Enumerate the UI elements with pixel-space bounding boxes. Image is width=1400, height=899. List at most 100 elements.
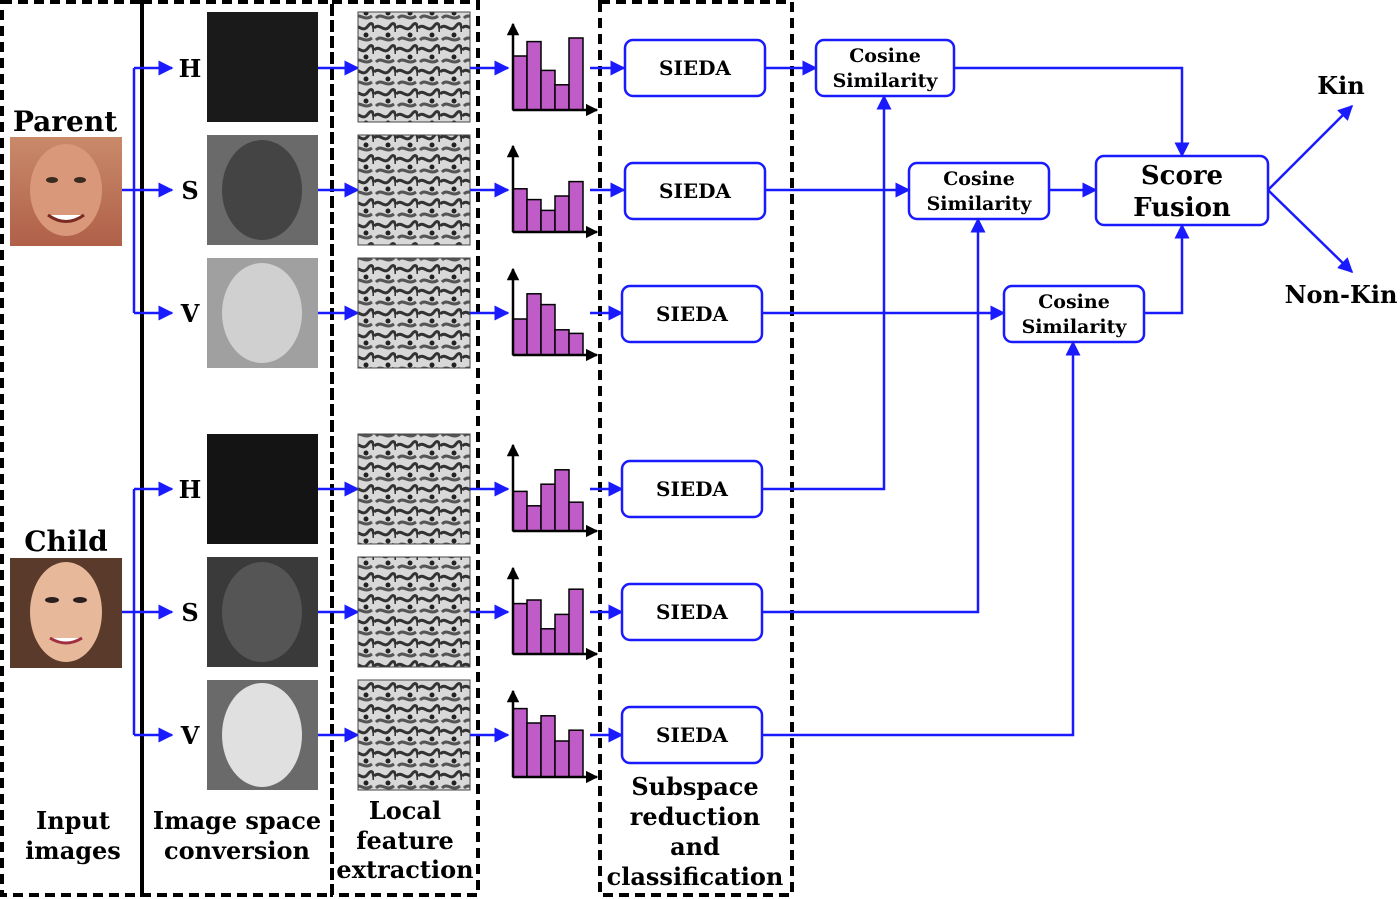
conversion-caption-line1: Image space bbox=[153, 806, 321, 835]
histogram-bar bbox=[526, 198, 542, 233]
input-caption-line1: Input bbox=[36, 806, 110, 835]
subspace-caption-line2: reduction bbox=[630, 802, 760, 831]
sieda-box-1: SIEDA bbox=[623, 38, 767, 98]
channel-s-child: S bbox=[181, 598, 198, 627]
svg-text:Similarity: Similarity bbox=[927, 193, 1033, 215]
histogram-bar bbox=[540, 69, 556, 111]
parent-s-texture bbox=[357, 134, 471, 246]
local-caption-line1: Local bbox=[369, 796, 441, 825]
svg-text:Fusion: Fusion bbox=[1133, 193, 1231, 223]
histogram-bar bbox=[554, 469, 570, 532]
svg-text:Cosine: Cosine bbox=[943, 168, 1015, 190]
parent-h-texture bbox=[357, 11, 471, 123]
histogram-bar bbox=[512, 188, 528, 233]
svg-text:Similarity: Similarity bbox=[833, 70, 939, 92]
child-label: Child bbox=[24, 525, 108, 558]
subspace-stage-box bbox=[598, 0, 794, 897]
parent-label: Parent bbox=[13, 105, 117, 138]
histogram-bar bbox=[512, 707, 528, 778]
svg-text:Similarity: Similarity bbox=[1022, 316, 1128, 338]
histogram-bar bbox=[568, 501, 584, 532]
histogram-icon-4 bbox=[506, 443, 599, 538]
arrow-sieda5-cos-s bbox=[762, 217, 986, 614]
child-h-texture bbox=[357, 433, 471, 545]
arrow-to-kin bbox=[1267, 104, 1354, 191]
child-h-image bbox=[207, 434, 318, 544]
arrow-sieda6-cos-v bbox=[762, 340, 1081, 737]
histogram-bar bbox=[526, 505, 542, 532]
sieda-box-3: SIEDA bbox=[620, 284, 764, 344]
histogram-icon-5 bbox=[506, 566, 599, 661]
histogram-bar bbox=[554, 613, 570, 655]
svg-text:Cosine: Cosine bbox=[849, 45, 921, 67]
histogram-bar bbox=[554, 195, 570, 233]
histogram-bar bbox=[568, 180, 584, 233]
parent-v-texture bbox=[357, 257, 471, 369]
histogram-bar bbox=[554, 84, 570, 111]
svg-text:SIEDA: SIEDA bbox=[656, 302, 728, 326]
histogram-bar bbox=[554, 740, 570, 778]
histogram-bar bbox=[554, 329, 570, 356]
histogram-bar bbox=[540, 715, 556, 778]
histogram-bar bbox=[568, 37, 584, 111]
arrow-sieda4-cos-h bbox=[762, 94, 892, 491]
parent-branch bbox=[122, 60, 174, 321]
svg-text:SIEDA: SIEDA bbox=[656, 723, 728, 747]
svg-text:SIEDA: SIEDA bbox=[656, 477, 728, 501]
sieda-box-6: SIEDA bbox=[620, 705, 764, 765]
child-v-texture bbox=[357, 679, 471, 791]
histograms bbox=[506, 22, 599, 784]
svg-text:SIEDA: SIEDA bbox=[659, 56, 731, 80]
local-caption-line3: extraction bbox=[336, 855, 473, 884]
score-fusion-box: Score Fusion bbox=[1094, 154, 1270, 227]
svg-text:SIEDA: SIEDA bbox=[659, 179, 731, 203]
sieda-box-4: SIEDA bbox=[620, 459, 764, 519]
cosine-box-h: Cosine Similarity bbox=[814, 38, 956, 98]
input-caption-line2: images bbox=[25, 836, 121, 865]
histogram-bar bbox=[512, 490, 528, 532]
conversion-caption-line2: conversion bbox=[164, 836, 310, 865]
histogram-bar bbox=[526, 599, 542, 655]
histogram-bar bbox=[568, 332, 584, 356]
svg-text:Score: Score bbox=[1141, 161, 1223, 191]
child-face-image bbox=[10, 558, 122, 668]
child-s-texture bbox=[357, 556, 471, 668]
histogram-bar bbox=[540, 483, 556, 532]
histogram-bar bbox=[568, 588, 584, 655]
channel-v-child: V bbox=[180, 721, 200, 750]
svg-text:Cosine: Cosine bbox=[1038, 291, 1110, 313]
histogram-icon-1 bbox=[506, 22, 599, 117]
local-caption-line2: feature bbox=[356, 826, 454, 855]
kin-output-label: Kin bbox=[1317, 71, 1364, 100]
subspace-caption-line3: and bbox=[670, 832, 720, 861]
local-stage-box bbox=[330, 0, 480, 897]
channel-h-parent: H bbox=[179, 54, 202, 83]
histogram-bar bbox=[540, 209, 556, 233]
arrow-to-nonkin bbox=[1267, 189, 1354, 274]
histogram-icon-3 bbox=[506, 267, 599, 362]
histogram-bar bbox=[512, 602, 528, 655]
histogram-bar bbox=[526, 40, 542, 111]
svg-text:SIEDA: SIEDA bbox=[656, 600, 728, 624]
channel-h-child: H bbox=[179, 475, 202, 504]
subspace-caption-line1: Subspace bbox=[631, 772, 758, 801]
parent-h-image bbox=[207, 12, 318, 122]
child-branch bbox=[122, 481, 174, 743]
arrow-cos-v-fusion bbox=[1144, 223, 1190, 315]
sieda-box-2: SIEDA bbox=[623, 161, 767, 221]
histogram-bar bbox=[512, 55, 528, 111]
channel-v-parent: V bbox=[180, 299, 200, 328]
histogram-icon-6 bbox=[506, 689, 599, 784]
histogram-bar bbox=[540, 628, 556, 655]
sieda-box-5: SIEDA bbox=[620, 582, 764, 642]
cosine-box-s: Cosine Similarity bbox=[907, 161, 1051, 221]
arrow-cos-h-fusion bbox=[954, 66, 1190, 158]
histogram-bar bbox=[526, 722, 542, 778]
cosine-box-v: Cosine Similarity bbox=[1002, 284, 1146, 344]
histogram-icon-2 bbox=[506, 144, 599, 239]
histogram-bar bbox=[512, 318, 528, 356]
conversion-stage-box bbox=[140, 0, 334, 897]
channel-s-parent: S bbox=[181, 176, 198, 205]
histogram-bar bbox=[540, 303, 556, 356]
